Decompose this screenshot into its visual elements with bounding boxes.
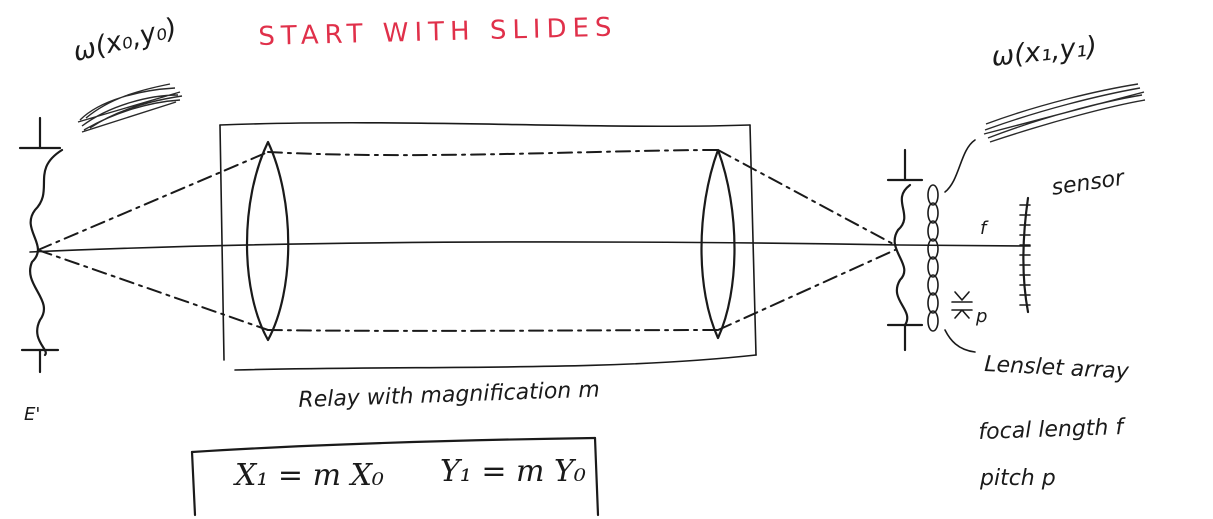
lenslet-caption-line3: pitch p (980, 466, 1056, 491)
sensor (1019, 196, 1031, 314)
ray-envelope (37, 149, 896, 332)
scribble-output (983, 83, 1146, 143)
lenslet-caption-line2: focal length f (978, 414, 1124, 445)
output-plane (886, 148, 924, 352)
relay-lens-1 (245, 140, 290, 342)
focal-length-marker: f (980, 218, 987, 239)
equation-y: Y₁ = m Y₀ (440, 454, 586, 489)
scribble-input (77, 83, 183, 133)
output-label-pointer (944, 139, 976, 193)
pitch-label: p (976, 306, 988, 327)
pitch-marker (951, 291, 973, 319)
input-plane (18, 116, 64, 374)
equation-x: X₁ = m X₀ (235, 458, 384, 493)
equation-box (190, 436, 600, 517)
relay-lens-2 (700, 148, 736, 340)
lenslet-array (927, 184, 976, 353)
optical-axis (29, 241, 1031, 253)
e-prime-label: E' (24, 404, 41, 425)
relay-box (219, 121, 757, 371)
